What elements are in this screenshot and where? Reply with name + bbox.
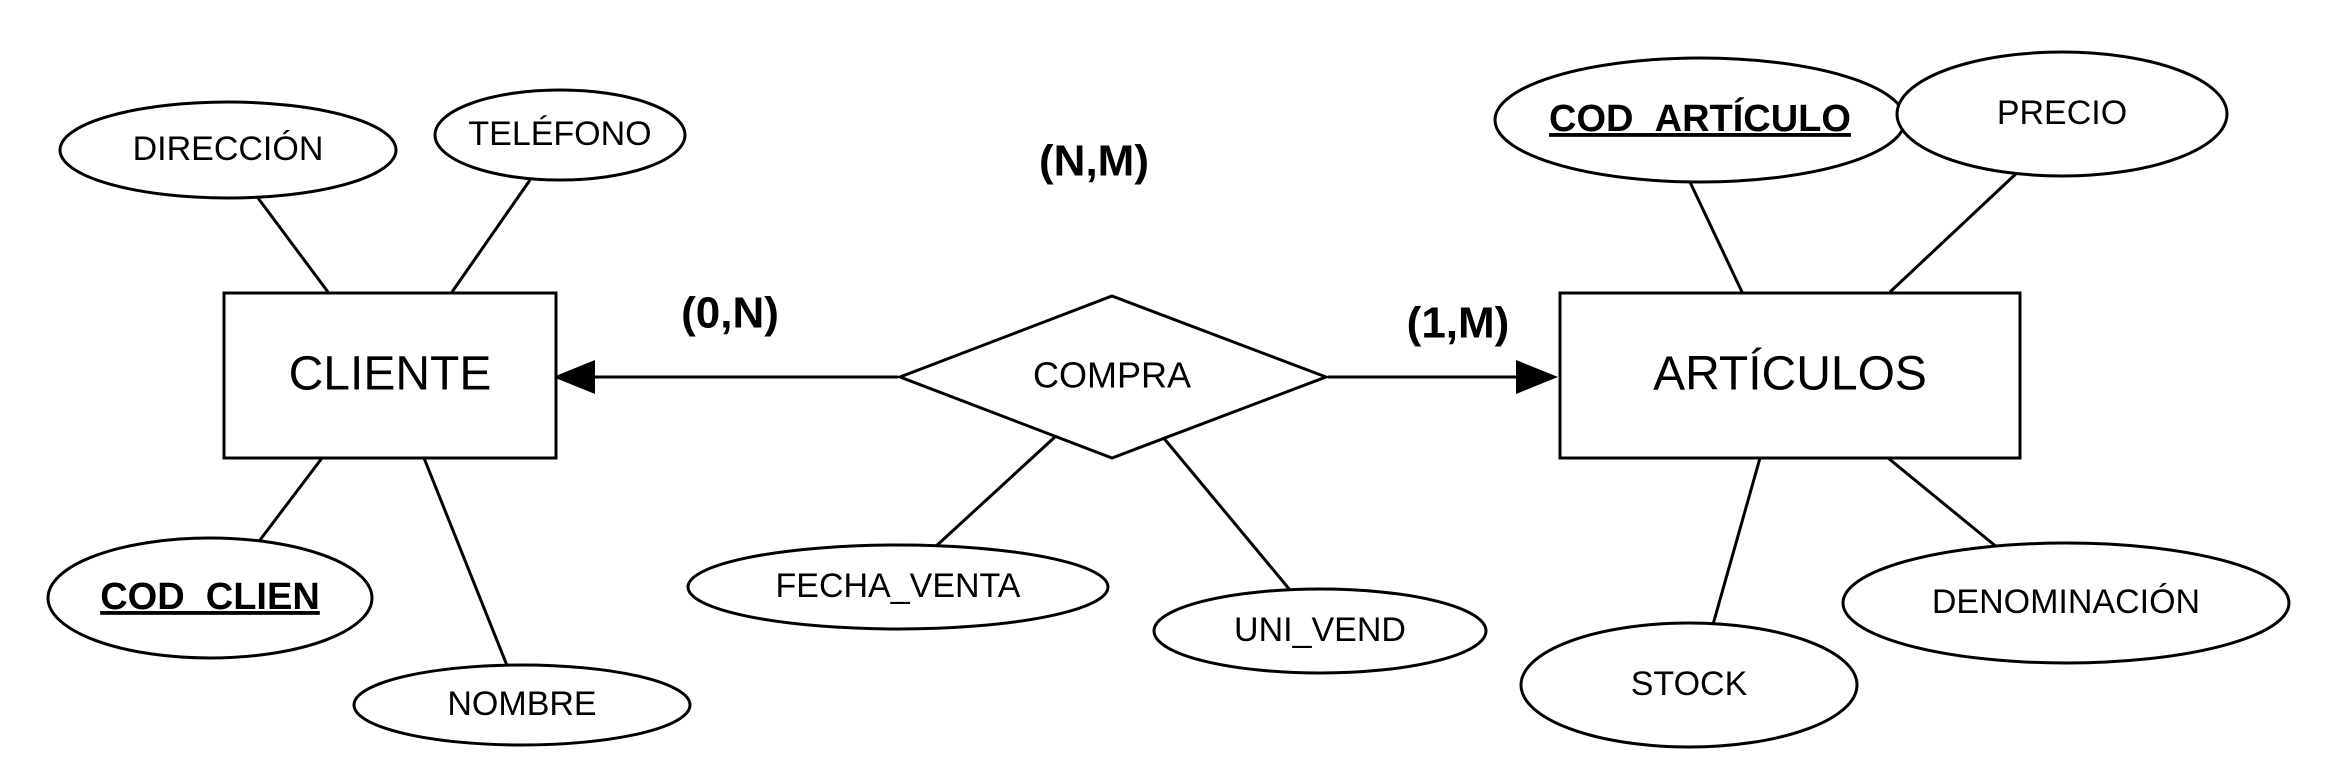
attribute-direccion: DIRECCIÓN	[58, 100, 398, 200]
connector-precio-articulos	[1888, 168, 2022, 294]
connector-cod-articulo-articulos	[1688, 181, 1744, 293]
attribute-denominacion-label: DENOMINACIÓN	[1932, 583, 2200, 621]
attribute-cod-articulo: COD_ARTÍCULO	[1493, 56, 1907, 184]
entity-articulos-label: ARTÍCULOS	[1653, 348, 1927, 401]
attribute-nombre: NOMBRE	[352, 663, 692, 747]
arrowhead-cliente	[553, 360, 595, 394]
attribute-fecha-venta: FECHA_VENTA	[686, 543, 1110, 631]
entity-cliente-label: CLIENTE	[289, 348, 492, 401]
relationship-compra-label: COMPRA	[1033, 355, 1191, 396]
attribute-telefono-label: TELÉFONO	[468, 115, 651, 153]
cardinality-compra: (N,M)	[1039, 137, 1149, 186]
attribute-stock: STOCK	[1519, 621, 1859, 749]
connector-telefono-cliente	[450, 179, 532, 293]
attribute-cod-clien: COD_CLIEN	[46, 536, 374, 660]
cardinality-cliente: (0,N)	[681, 289, 779, 338]
attribute-stock-label: STOCK	[1631, 665, 1748, 703]
connector-stock-articulos	[1710, 457, 1762, 629]
entity-cliente: CLIENTE	[222, 291, 558, 460]
entity-articulos: ARTÍCULOS	[1558, 291, 2022, 460]
connector-direccion-cliente	[256, 197, 330, 293]
attribute-precio-label: PRECIO	[1997, 94, 2127, 132]
attribute-precio: PRECIO	[1895, 50, 2229, 178]
connector-nombre-cliente	[422, 457, 510, 669]
arrowhead-articulos	[1516, 360, 1558, 394]
connector-fecha-venta-compra	[932, 434, 1058, 550]
attribute-direccion-label: DIRECCIÓN	[133, 130, 324, 168]
connector-denominacion-articulos	[1887, 456, 1999, 550]
attribute-uni-vend-label: UNI_VEND	[1234, 611, 1406, 649]
attribute-uni-vend: UNI_VEND	[1152, 587, 1488, 675]
attribute-denominacion: DENOMINACIÓN	[1841, 541, 2291, 665]
attribute-fecha-venta-label: FECHA_VENTA	[776, 567, 1021, 605]
connector-uni-vend-compra	[1160, 435, 1292, 591]
attribute-telefono: TELÉFONO	[433, 88, 687, 182]
relationship-compra: COMPRA	[895, 294, 1331, 460]
attribute-nombre-label: NOMBRE	[447, 685, 596, 723]
attribute-cod-clien-label: COD_CLIEN	[100, 576, 320, 618]
cardinality-articulos: (1,M)	[1407, 299, 1510, 348]
attribute-cod-articulo-label: COD_ARTÍCULO	[1549, 96, 1851, 140]
connector-cod-clien-cliente	[258, 457, 324, 541]
